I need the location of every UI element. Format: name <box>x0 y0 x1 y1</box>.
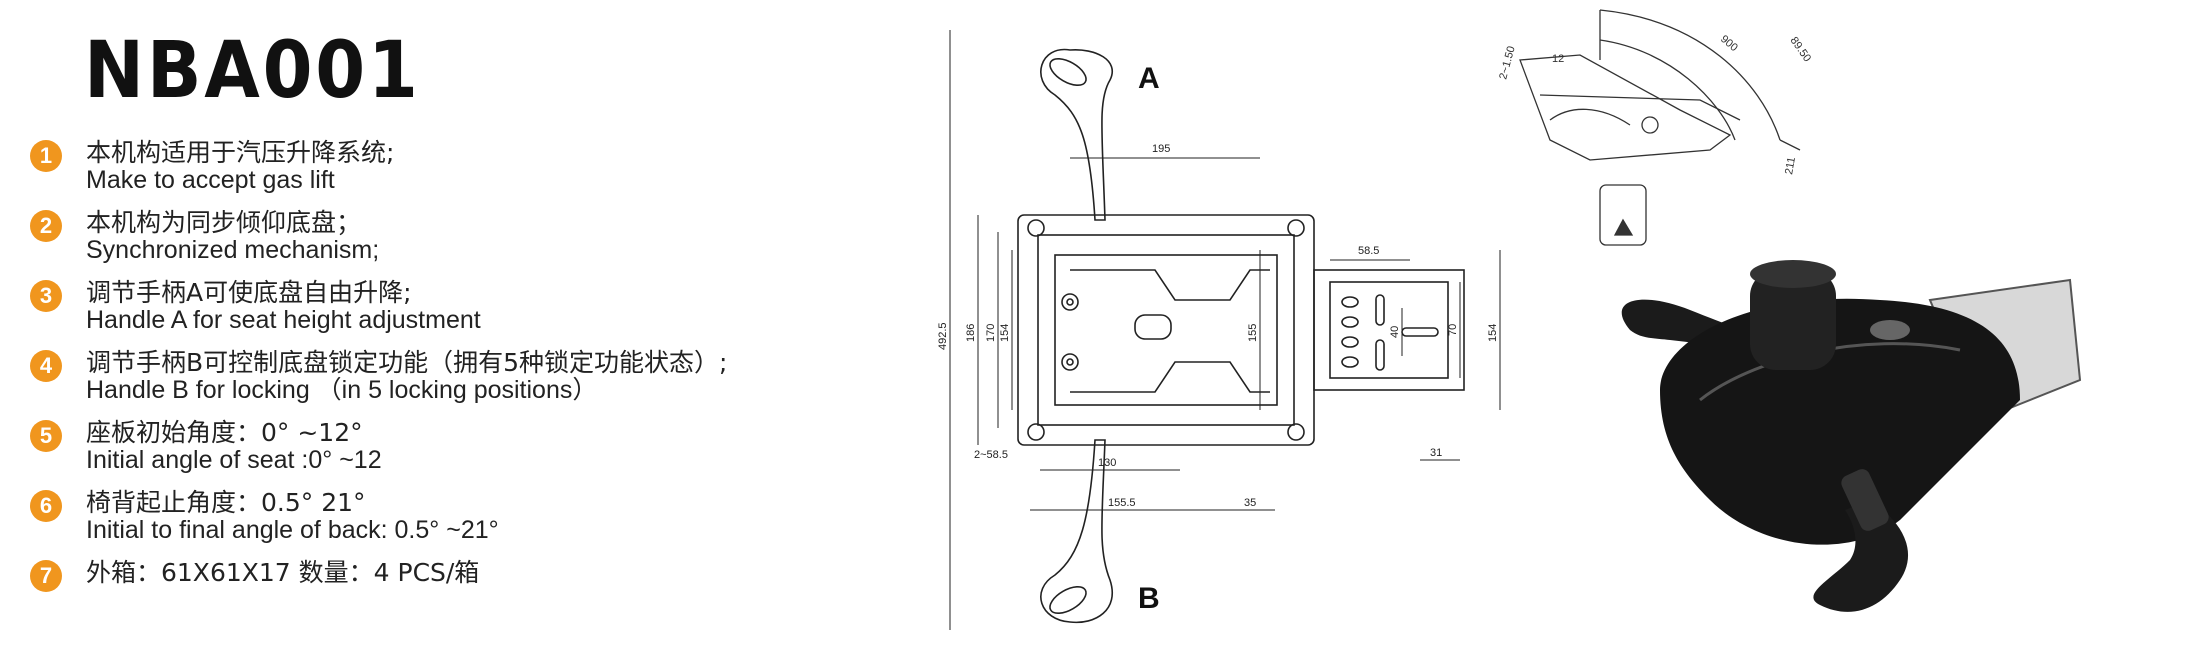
dim-35: 35 <box>1244 497 1256 509</box>
spec-text-en: Synchronized mechanism; <box>86 236 380 264</box>
dim-40: 40 <box>1389 326 1401 338</box>
spec-item: 4 调节手柄B可控制底盘锁定功能（拥有5种锁定功能状态）; Handle B f… <box>30 348 870 404</box>
dim-12: 12 <box>1552 53 1564 65</box>
spec-text-cn: 调节手柄A可使底盘自由升降; <box>86 278 412 307</box>
mechanism-body-photo <box>1660 298 2020 545</box>
spec-text-en: Initial to final angle of back: 0.5° ~21… <box>86 516 499 544</box>
dim-155: 155 <box>1247 324 1259 342</box>
handle-b-outline <box>1040 439 1113 624</box>
dim-170: 170 <box>985 324 997 342</box>
spec-text-en: Handle A for seat height adjustment <box>86 306 481 334</box>
dim-154-right: 154 <box>1487 324 1499 342</box>
spec-item: 7 外箱：61X61X17 数量：4 PCS/箱 <box>30 558 870 592</box>
spec-item: 2 本机构为同步倾仰底盘； Synchronized mechanism; <box>30 208 870 264</box>
spec-number-badge: 7 <box>30 560 62 592</box>
spec-item: 5 座板初始角度：0° ~12° Initial angle of seat :… <box>30 418 870 474</box>
product-model-title: NBA001 <box>84 26 421 116</box>
spec-text-cn: 本机构适用于汽压升降系统; <box>86 138 395 167</box>
top-view-drawing: A B 492.5 186 170 154 195 1 <box>937 30 1501 630</box>
spec-text-cn: 椅背起止角度：0.5° 21° <box>86 488 366 517</box>
dim-58-5: 58.5 <box>1358 245 1379 257</box>
spec-text-en: Handle B for locking （in 5 locking posit… <box>86 376 598 404</box>
dim-195: 195 <box>1152 143 1170 155</box>
dim-211: 211 <box>1783 156 1798 175</box>
spec-text-cn: 外箱：61X61X17 数量：4 PCS/箱 <box>86 558 480 587</box>
dim-70: 70 <box>1447 324 1459 336</box>
dim-155-5: 155.5 <box>1108 497 1136 509</box>
handle-a-outline <box>1040 48 1113 221</box>
spec-text-cn: 调节手柄B可控制底盘锁定功能（拥有5种锁定功能状态）; <box>86 348 728 377</box>
spec-item: 3 调节手柄A可使底盘自由升降; Handle A for seat heigh… <box>30 278 870 334</box>
tilt-side-view: 900 89.50 211 2~1.50 12 <box>1497 9 1814 246</box>
dim-130: 130 <box>1098 457 1116 469</box>
dim-186: 186 <box>965 324 977 342</box>
slider-bracket <box>1313 269 1465 391</box>
dim-2-58-5: 2~58.5 <box>974 449 1008 461</box>
spec-number-badge: 2 <box>30 210 62 242</box>
spec-text-en: Initial angle of seat :0° ~12 <box>86 446 382 474</box>
dim-154-left: 154 <box>999 324 1011 342</box>
handle-b-photo <box>1813 500 1909 612</box>
spec-number-badge: 3 <box>30 280 62 312</box>
spec-number-badge: 5 <box>30 420 62 452</box>
spec-list: 1 本机构适用于汽压升降系统; Make to accept gas lift … <box>30 138 870 601</box>
dim-900: 900 <box>1718 33 1740 54</box>
spec-number-badge: 1 <box>30 140 62 172</box>
spec-item: 1 本机构适用于汽压升降系统; Make to accept gas lift <box>30 138 870 194</box>
spec-text-cn: 座板初始角度：0° ~12° <box>86 418 363 447</box>
spec-text-en: Make to accept gas lift <box>86 166 335 194</box>
knob-photo <box>1750 270 1836 370</box>
spec-item: 6 椅背起止角度：0.5° 21° Initial to final angle… <box>30 488 870 544</box>
dim-89-50: 89.50 <box>1788 35 1814 64</box>
product-photo <box>1621 260 2082 612</box>
dim-31: 31 <box>1430 447 1442 459</box>
spec-number-badge: 4 <box>30 350 62 382</box>
handle-b-label: B <box>1138 582 1160 615</box>
spec-text-cn: 本机构为同步倾仰底盘； <box>86 208 362 237</box>
handle-a-label: A <box>1138 62 1160 95</box>
dimension-lines <box>949 30 1501 630</box>
base-plate <box>1017 214 1315 446</box>
dim-1-50: 2~1.50 <box>1497 45 1517 81</box>
dim-492-5: 492.5 <box>937 322 949 350</box>
spec-number-badge: 6 <box>30 490 62 522</box>
